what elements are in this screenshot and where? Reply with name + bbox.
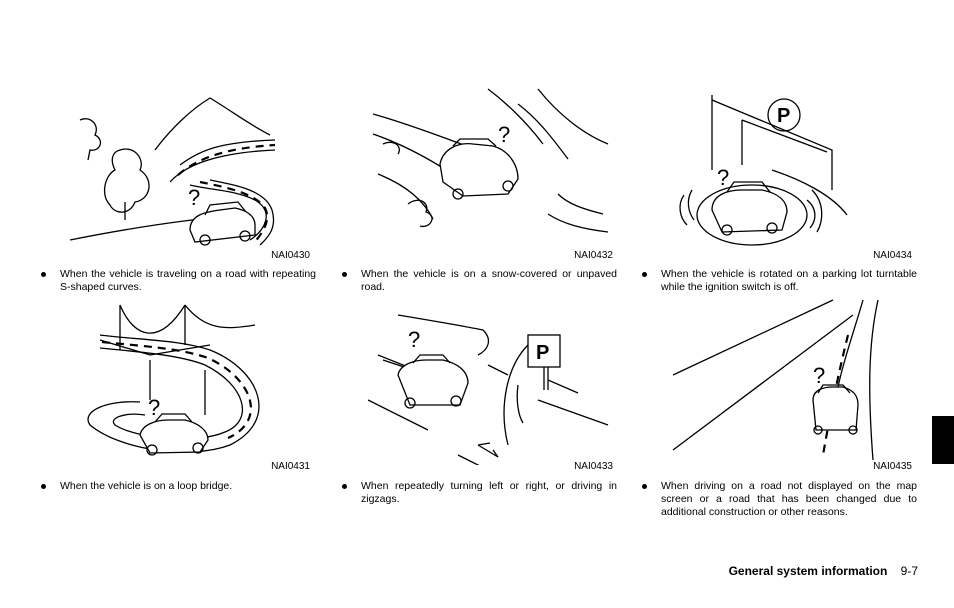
section-tab-marker <box>932 416 954 464</box>
figure-caption: When the vehicle is rotated on a parking… <box>639 268 917 294</box>
question-mark: ? <box>813 363 825 388</box>
bullet-icon <box>642 272 647 277</box>
figure-caption: When repeatedly turning left or right, o… <box>339 480 617 506</box>
question-mark: ? <box>498 122 510 147</box>
figure-caption: When driving on a road not displayed on … <box>639 480 917 519</box>
question-mark: ? <box>408 327 420 352</box>
bullet-icon <box>41 484 46 489</box>
zigzag-illustration: P ? <box>368 314 609 465</box>
figure-code: NAI0434 <box>873 250 912 261</box>
figure-code: NAI0435 <box>873 461 912 472</box>
question-mark: ? <box>717 165 729 190</box>
figure-caption: When the vehicle is on a snow-covered or… <box>339 268 617 294</box>
parking-letter: P <box>536 342 549 364</box>
page-number: 9-7 <box>900 564 918 578</box>
turntable-illustration: P ? <box>679 95 848 246</box>
figure-code: NAI0430 <box>271 250 310 261</box>
figure-code: NAI0432 <box>574 250 613 261</box>
question-mark: ? <box>188 185 200 210</box>
snow-road-illustration: ? <box>372 88 609 233</box>
s-curve-road-illustration: ? <box>69 97 276 246</box>
parking-letter: P <box>777 105 790 127</box>
bullet-icon <box>342 484 347 489</box>
figure-caption: When the vehicle is traveling on a road … <box>38 268 316 294</box>
figure-code: NAI0431 <box>271 461 310 472</box>
section-title: General system information <box>728 564 888 578</box>
bullet-icon <box>642 484 647 489</box>
unmapped-road-illustration: ? <box>672 299 879 461</box>
figure-code: NAI0433 <box>574 461 613 472</box>
figure-caption: When the vehicle is on a loop bridge. <box>38 480 316 493</box>
bullet-icon <box>41 272 46 277</box>
page-footer: General system information 9-7 <box>729 564 918 578</box>
bullet-icon <box>342 272 347 277</box>
question-mark: ? <box>148 395 160 420</box>
loop-bridge-illustration: ? <box>87 304 260 456</box>
